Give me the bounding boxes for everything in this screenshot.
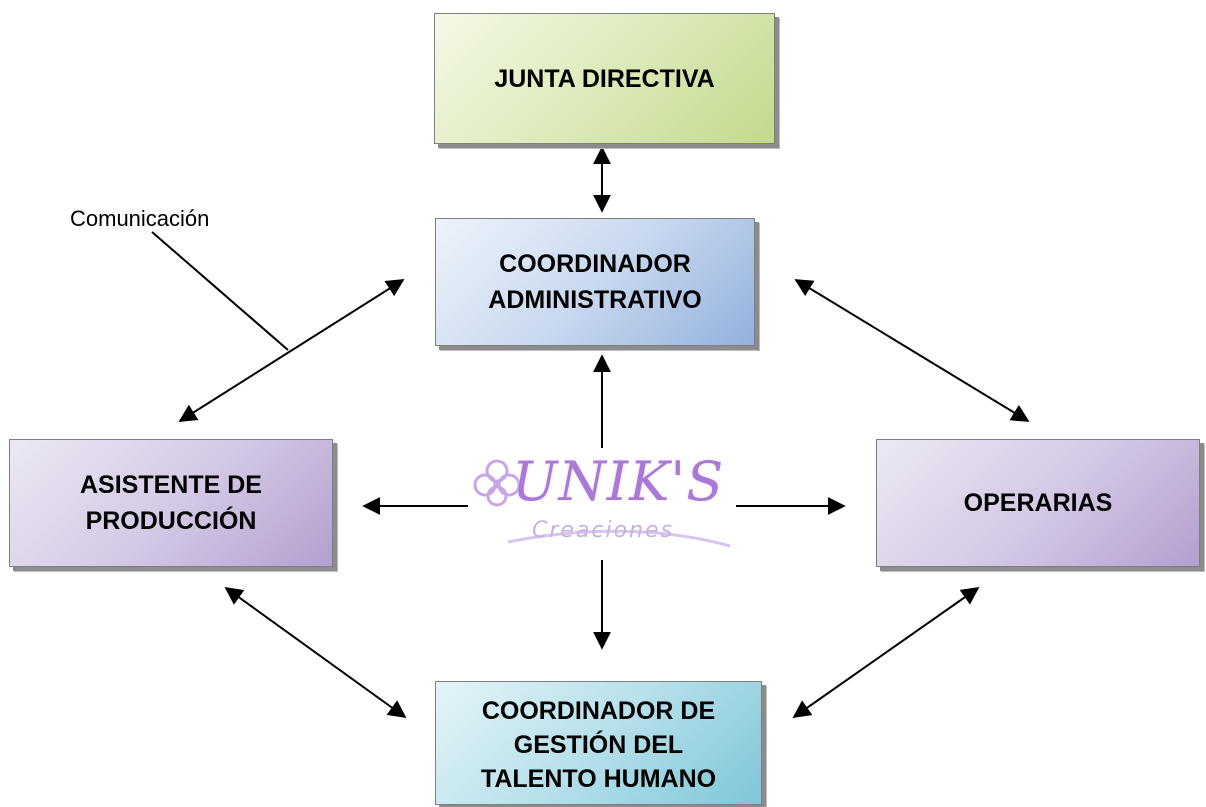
node-coordinador-administrativo: COORDINADOR ADMINISTRATIVO: [435, 218, 755, 346]
node-junta-directiva-label: JUNTA DIRECTIVA: [494, 64, 715, 93]
arrow-coord-admin-operarias: [794, 279, 1030, 422]
node-asistente-produccion: ASISTENTE DE PRODUCCIÓN: [9, 439, 333, 567]
arrow-coord-admin-asistente: [178, 279, 405, 422]
callout-line-comunicacion: [151, 231, 289, 351]
arrow-asistente-talento: [224, 586, 407, 719]
node-coordinador-talento-humano: COORDINADOR DE GESTIÓN DEL TALENTO HUMAN…: [435, 681, 762, 805]
logo-swoosh-icon: [507, 529, 731, 548]
node-asistente-produccion-label: ASISTENTE DE PRODUCCIÓN: [80, 471, 262, 535]
node-operarias-label: OPERARIAS: [963, 489, 1113, 517]
node-coordinador-administrativo-label: COORDINADOR ADMINISTRATIVO: [488, 250, 702, 314]
arrow-operarias-talento: [792, 586, 980, 719]
node-operarias: OPERARIAS: [876, 439, 1200, 567]
logo-brand-text: UNIK'S: [512, 450, 725, 513]
brand-logo: UNIK'S Creaciones: [468, 448, 740, 560]
node-coordinador-talento-humano-label: COORDINADOR DE GESTIÓN DEL TALENTO HUMAN…: [480, 697, 717, 793]
logo-tagline-text: Creaciones: [532, 518, 675, 543]
node-junta-directiva: JUNTA DIRECTIVA: [434, 13, 775, 144]
flower-icon: [473, 459, 521, 507]
callout-label-comunicacion: Comunicación: [70, 206, 210, 231]
